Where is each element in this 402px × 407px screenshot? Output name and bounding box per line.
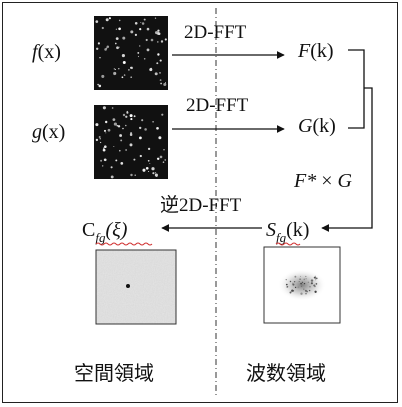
f-of-x-label: f(x) — [32, 41, 61, 63]
cross-spectrum-label: Sfg(k) — [266, 219, 309, 245]
fft-label-bottom: 2D-FFT — [186, 95, 249, 116]
correlation-peak — [126, 284, 130, 288]
fft-label-top: 2D-FFT — [184, 22, 247, 43]
f-particle-image — [94, 16, 168, 90]
conj-product-label: F* × G — [293, 170, 353, 192]
spatial-domain-label: 空間領域 — [74, 361, 154, 385]
correlation-map-image — [95, 249, 177, 325]
cross-spectrum-image — [263, 246, 341, 324]
frequency-domain-label: 波数領域 — [246, 361, 326, 385]
g-of-x-label: g(x) — [32, 121, 65, 143]
inverse-fft-label: 逆2D-FFT — [160, 194, 242, 216]
combine-bracket — [348, 49, 365, 129]
combine-connector — [321, 87, 373, 232]
correlation-wavy-underline — [95, 242, 153, 246]
g-particle-image — [94, 105, 168, 179]
F-of-k-label: F(k) — [297, 40, 334, 62]
cross-spectrum-wavy-underline — [275, 242, 301, 246]
diagram-frame — [2, 2, 398, 403]
correlation-label: Cfg(ξ) — [82, 219, 128, 245]
G-of-k-label: G(k) — [298, 115, 336, 137]
